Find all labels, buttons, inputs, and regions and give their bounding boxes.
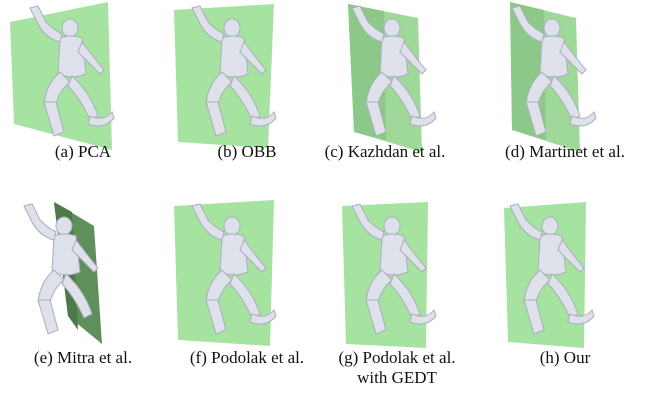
human-figure <box>191 5 277 137</box>
human-figure <box>23 203 99 335</box>
caption-f: (f) Podolak et al. <box>189 348 305 367</box>
human-figure <box>191 203 277 335</box>
caption-g-line2: with GEDT <box>357 368 437 387</box>
human-figure <box>29 5 115 137</box>
panel-c-image <box>330 0 480 160</box>
panel-e-image <box>8 198 158 358</box>
caption-e: (e) Mitra et al. <box>33 348 133 367</box>
panel-b-image <box>170 0 320 160</box>
human-figure <box>351 5 437 137</box>
caption-d: (d) Martinet et al. <box>505 142 625 161</box>
caption-g: (g) Podolak et al. with GEDT <box>316 348 478 388</box>
human-figure <box>351 203 437 335</box>
caption-g-line1: (g) Podolak et al. <box>338 348 456 367</box>
panel-a-image <box>8 0 158 160</box>
human-figure <box>511 5 597 137</box>
panel-g-image <box>330 198 480 358</box>
caption-a: (a) PCA <box>54 142 112 161</box>
caption-h: (h) Our <box>539 348 591 367</box>
panel-d-image <box>490 0 640 160</box>
panel-f-image <box>170 198 320 358</box>
caption-c: (c) Kazhdan et al. <box>324 142 446 161</box>
caption-b: (b) OBB <box>217 142 277 161</box>
human-figure <box>509 203 595 335</box>
panel-h-image <box>490 198 640 358</box>
